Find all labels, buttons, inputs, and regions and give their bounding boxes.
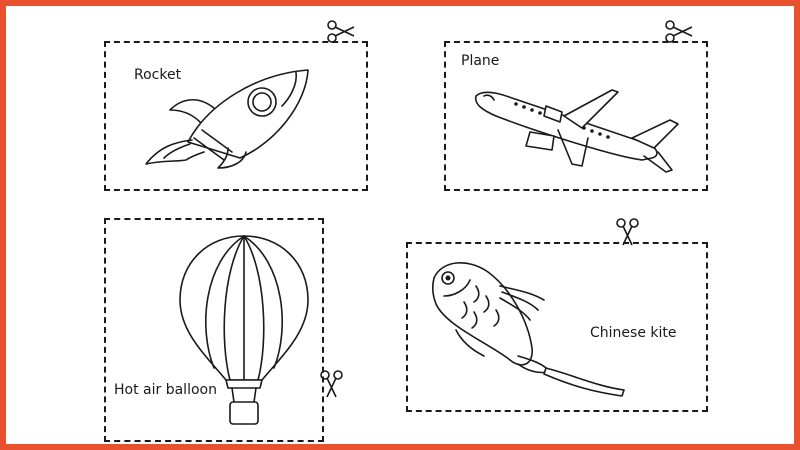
kite-label: Chinese kite [590, 325, 677, 341]
kite-cutout-card [406, 242, 708, 412]
balloon-drawing [179, 235, 309, 425]
scissors-icon [616, 218, 639, 246]
balloon-label: Hot air balloon [114, 382, 217, 398]
scissors-icon [327, 20, 355, 43]
rocket-drawing [145, 69, 309, 169]
plane-drawing [474, 89, 679, 173]
kite-drawing [431, 262, 625, 397]
scissors-icon [665, 20, 693, 43]
scissors-icon [320, 370, 343, 398]
balloon-cutout-card [104, 218, 324, 442]
rocket-cutout-card [104, 41, 368, 191]
plane-label: Plane [461, 53, 500, 69]
plane-cutout-card [444, 41, 708, 191]
rocket-label: Rocket [134, 67, 182, 83]
